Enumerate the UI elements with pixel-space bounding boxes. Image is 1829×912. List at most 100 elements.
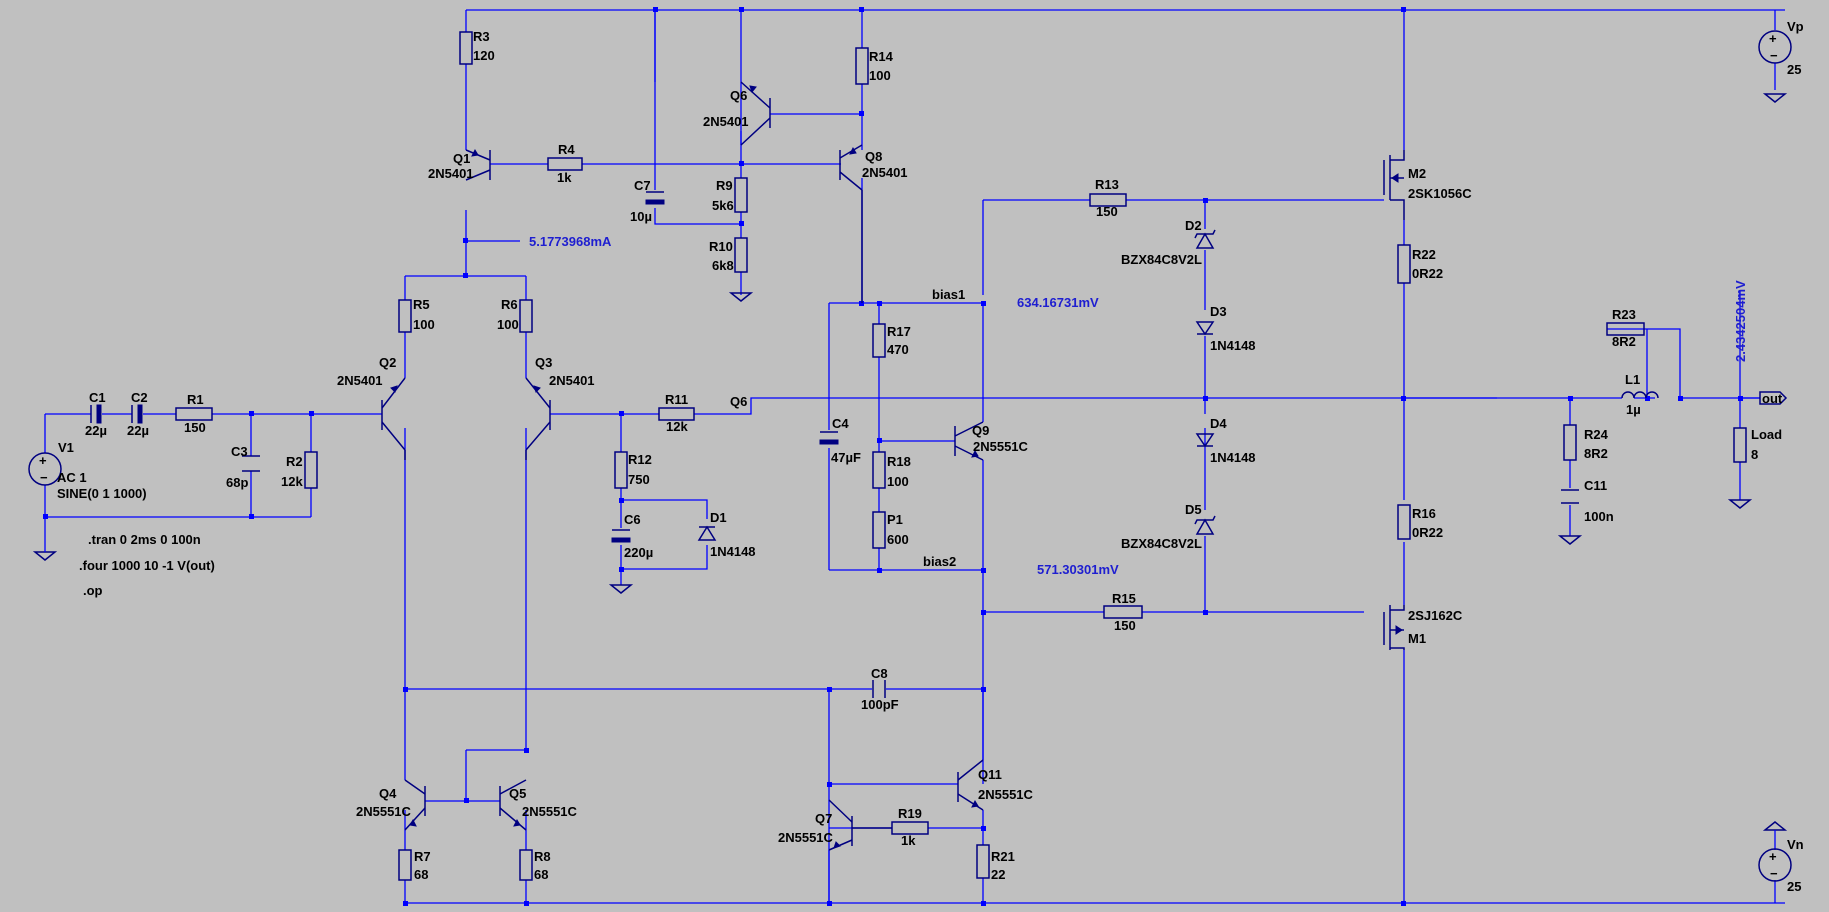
capacitor-c3[interactable] bbox=[242, 455, 260, 472]
resistor-r2[interactable] bbox=[304, 451, 318, 489]
resistor-r3[interactable] bbox=[459, 31, 473, 65]
transistor-q11[interactable] bbox=[957, 759, 984, 811]
value-q5: 2N5551C bbox=[522, 804, 578, 819]
transistor-q2[interactable] bbox=[381, 377, 406, 460]
ref-r2: R2 bbox=[286, 454, 303, 469]
value2-v1: SINE(0 1 1000) bbox=[57, 486, 147, 501]
voltage-source-v1[interactable]: + − bbox=[28, 452, 62, 486]
resistor-r18[interactable] bbox=[872, 451, 886, 489]
transistor-q8[interactable] bbox=[839, 144, 863, 303]
value-r16: 0R22 bbox=[1412, 525, 1443, 540]
mosfet-m1[interactable] bbox=[1383, 605, 1405, 650]
directive-tran[interactable]: .tran 0 2ms 0 100n bbox=[88, 532, 201, 547]
capacitor-c7[interactable] bbox=[645, 191, 665, 205]
transistor-q6[interactable] bbox=[740, 81, 771, 146]
diode-d3[interactable] bbox=[1195, 321, 1215, 336]
value-vp: 25 bbox=[1787, 62, 1801, 77]
resistor-r22[interactable] bbox=[1397, 244, 1411, 284]
capacitor-c6[interactable] bbox=[611, 529, 631, 543]
transistor-q7[interactable] bbox=[828, 799, 892, 851]
ref-q5: Q5 bbox=[509, 786, 526, 801]
capacitor-c8[interactable] bbox=[872, 680, 886, 698]
value-q7: 2N5551C bbox=[778, 830, 834, 845]
resistor-r7[interactable] bbox=[398, 849, 412, 881]
transistors bbox=[381, 81, 1405, 851]
value-r3: 120 bbox=[473, 48, 495, 63]
ref-r10: R10 bbox=[709, 239, 733, 254]
resistor-r1[interactable] bbox=[175, 407, 213, 421]
ref-v1: V1 bbox=[58, 440, 74, 455]
voltage-source-vp[interactable]: + − bbox=[1758, 30, 1792, 64]
resistor-r16[interactable] bbox=[1397, 504, 1411, 540]
resistor-r12[interactable] bbox=[614, 451, 628, 489]
mosfet-m2[interactable] bbox=[1383, 150, 1405, 220]
ref-m2: M2 bbox=[1408, 166, 1426, 181]
value-p1: 600 bbox=[887, 532, 909, 547]
value-r9: 5k6 bbox=[712, 198, 734, 213]
ref-vn: Vn bbox=[1787, 837, 1804, 852]
value-r7: 68 bbox=[414, 867, 428, 882]
value-r11: 12k bbox=[666, 419, 688, 434]
probe-bias2: 571.30301mV bbox=[1037, 562, 1119, 577]
resistor-r17[interactable] bbox=[872, 323, 886, 358]
resistor-r4[interactable] bbox=[547, 157, 583, 171]
ref-load: Load bbox=[1751, 427, 1782, 442]
value-q2: 2N5401 bbox=[337, 373, 383, 388]
resistor-r11[interactable] bbox=[658, 407, 695, 421]
resistor-p1[interactable] bbox=[872, 511, 886, 549]
value-r1: 150 bbox=[184, 420, 206, 435]
resistor-r21[interactable] bbox=[976, 844, 990, 879]
capacitor-c4[interactable] bbox=[819, 431, 839, 445]
junction-dots bbox=[43, 7, 1743, 906]
ref-r23: R23 bbox=[1612, 307, 1636, 322]
zener-d5[interactable] bbox=[1194, 515, 1216, 535]
directive-op[interactable]: .op bbox=[83, 583, 103, 598]
value-v1: AC 1 bbox=[57, 470, 87, 485]
transistor-q9[interactable] bbox=[954, 421, 984, 461]
resistor-r5[interactable] bbox=[398, 299, 412, 333]
diode-d4[interactable] bbox=[1195, 433, 1215, 448]
svg-text:+: + bbox=[39, 453, 47, 468]
ground-icon bbox=[1762, 93, 1788, 103]
resistor-r13[interactable] bbox=[1089, 193, 1127, 207]
ref-c3: C3 bbox=[231, 444, 248, 459]
capacitor-c11[interactable] bbox=[1561, 489, 1579, 504]
resistor-r6[interactable] bbox=[519, 299, 533, 333]
resistor-r23[interactable] bbox=[1606, 322, 1645, 336]
ref-d3: D3 bbox=[1210, 304, 1227, 319]
resistor-r8[interactable] bbox=[519, 849, 533, 881]
zener-d2[interactable] bbox=[1194, 229, 1216, 249]
ref-r9: R9 bbox=[716, 178, 733, 193]
diode-d1[interactable] bbox=[697, 525, 717, 541]
voltage-source-vn[interactable]: + − bbox=[1758, 848, 1792, 882]
value-d3: 1N4148 bbox=[1210, 338, 1256, 353]
out-port[interactable] bbox=[1759, 391, 1788, 405]
resistor-r14[interactable] bbox=[855, 47, 869, 85]
ref-r5: R5 bbox=[413, 297, 430, 312]
resistor-r15[interactable] bbox=[1103, 605, 1143, 619]
transistor-q4[interactable] bbox=[404, 779, 426, 831]
capacitor-c1[interactable] bbox=[90, 404, 102, 424]
ref-d5: D5 bbox=[1185, 502, 1202, 517]
ref-r6: R6 bbox=[501, 297, 518, 312]
ref-q11: Q11 bbox=[978, 767, 1002, 782]
transistor-q3[interactable] bbox=[525, 377, 551, 460]
capacitor-c2[interactable] bbox=[131, 404, 143, 424]
directive-four[interactable]: .four 1000 10 -1 V(out) bbox=[79, 558, 215, 573]
value-q9: 2N5551C bbox=[973, 439, 1029, 454]
resistor-r9[interactable] bbox=[734, 177, 748, 213]
resistor-r10[interactable] bbox=[734, 237, 748, 273]
transistor-q5[interactable] bbox=[499, 779, 527, 831]
ref-d2: D2 bbox=[1185, 218, 1202, 233]
resistor-r24[interactable] bbox=[1563, 424, 1577, 461]
svg-text:−: − bbox=[40, 470, 48, 485]
transistor-q1[interactable] bbox=[465, 148, 491, 181]
resistor-load[interactable] bbox=[1733, 427, 1747, 463]
ref-c1: C1 bbox=[89, 390, 106, 405]
value-r19: 1k bbox=[901, 833, 916, 848]
ref-q9: Q9 bbox=[972, 423, 989, 438]
inductor-l1[interactable] bbox=[1621, 391, 1659, 399]
ref-q2: Q2 bbox=[379, 355, 396, 370]
value-r23: 8R2 bbox=[1612, 334, 1636, 349]
